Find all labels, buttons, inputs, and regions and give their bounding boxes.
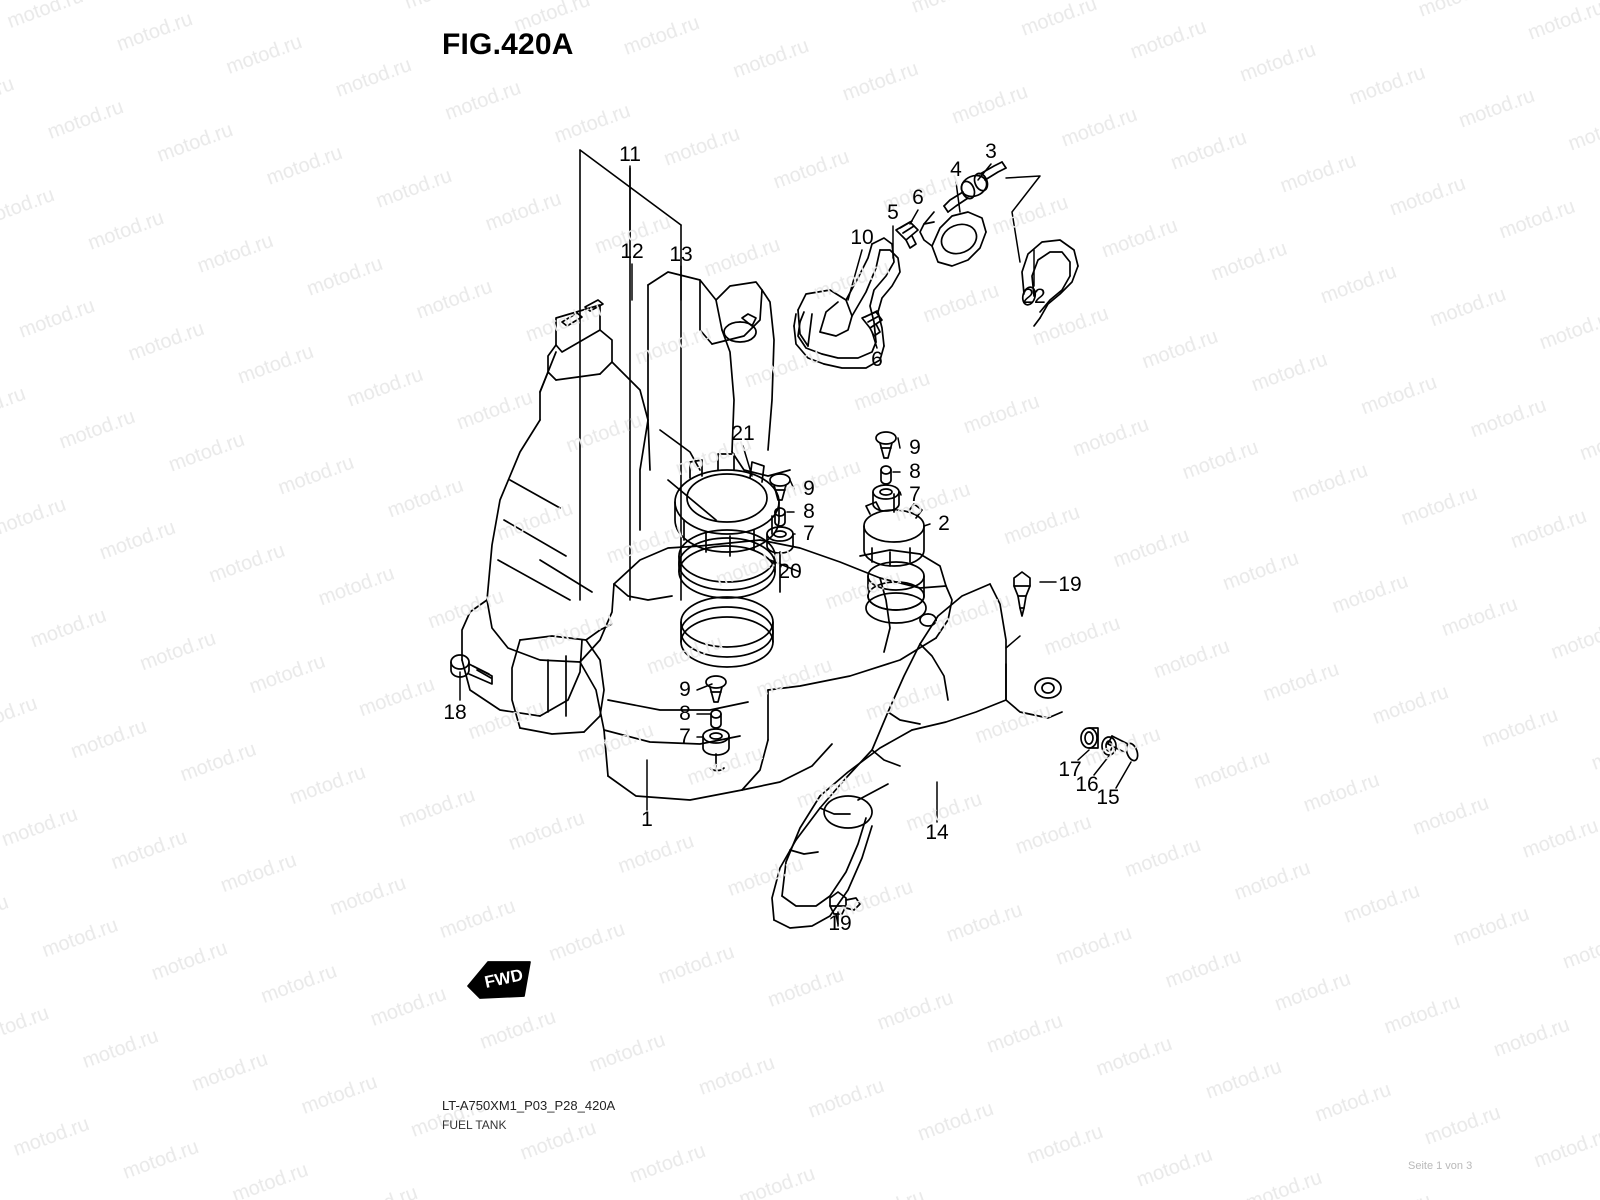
callout-number-13: 13 [669,243,693,266]
callout-number-1: 1 [641,808,653,831]
callout-number-7: 7 [679,725,691,748]
callout-number-8: 8 [679,702,691,725]
callout-number-15: 15 [1096,786,1120,809]
callout-number-10: 10 [850,226,874,249]
callout-number-7: 7 [909,483,921,506]
callout-number-9: 9 [909,436,921,459]
callout-number-7: 7 [803,522,815,545]
callout-number-22: 22 [1022,285,1046,308]
callout-number-16: 16 [1075,773,1099,796]
callout-number-5: 5 [887,201,899,224]
page-indicator: Seite 1 von 3 [1408,1160,1473,1172]
callout-number-6: 6 [871,348,883,371]
footer-part-code: LT-A750XM1_P03_P28_420A [442,1098,616,1113]
callout-number-8: 8 [803,500,815,523]
callout-number-9: 9 [803,477,815,500]
callout-number-19: 19 [1058,573,1082,596]
callout-number-18: 18 [443,701,467,724]
callout-number-6: 6 [912,186,924,209]
figure-title: FIG.420A [442,28,574,61]
callout-number-9: 9 [679,678,691,701]
callout-number-4: 4 [950,158,962,181]
callout-number-8: 8 [909,460,921,483]
callout-number-2: 2 [938,512,950,535]
callout-number-12: 12 [620,240,644,263]
callout-number-11: 11 [619,143,641,166]
footer-subtitle: FUEL TANK [442,1118,507,1132]
callout-number-3: 3 [985,140,997,163]
callout-number-14: 14 [925,821,949,844]
callout-number-20: 20 [778,560,802,583]
callout-number-21: 21 [731,422,755,445]
callout-number-19: 19 [828,912,852,935]
